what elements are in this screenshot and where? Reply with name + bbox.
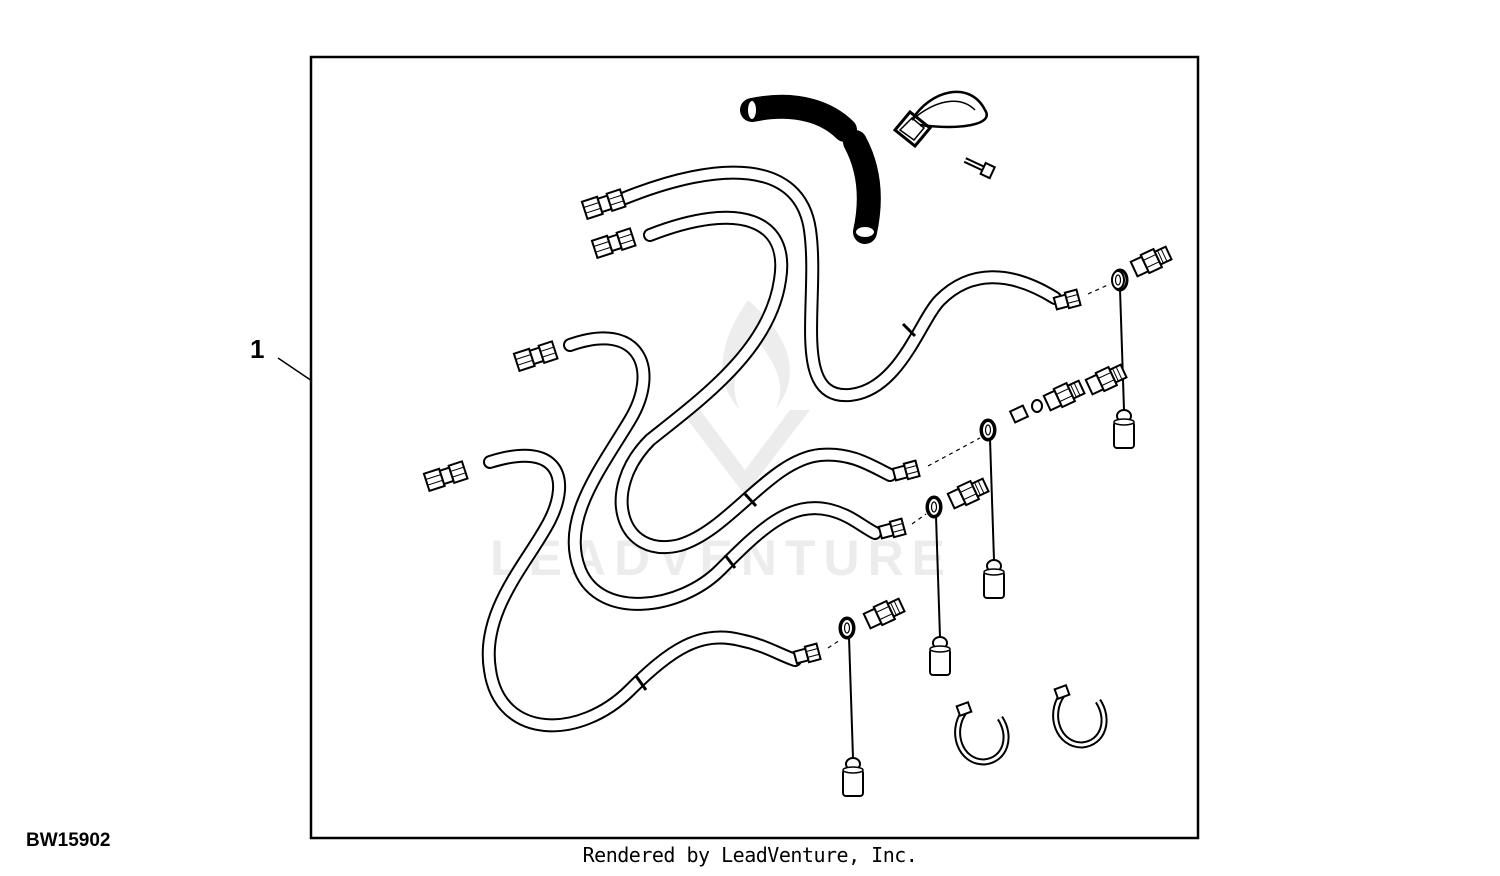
hose-clamp	[957, 702, 1006, 762]
adapter-fitting	[1128, 242, 1174, 280]
adapter-fitting	[1083, 360, 1129, 398]
adapter-fitting	[1041, 376, 1087, 414]
lock-pin	[892, 90, 988, 149]
adapter-fitting	[861, 594, 907, 632]
render-credit: Rendered by LeadVenture, Inc.	[582, 843, 918, 867]
protective-sleeve	[740, 94, 881, 244]
adapter-fitting	[945, 474, 991, 512]
callout-leader	[277, 357, 313, 382]
diagram-frame	[309, 55, 1200, 840]
figure-id: BW15902	[26, 830, 111, 851]
dust-cap	[1111, 270, 1135, 449]
adapter-fitting	[1008, 404, 1030, 424]
watermark-logo	[680, 300, 810, 495]
dust-cap	[840, 618, 864, 797]
hose-clamp	[1055, 685, 1104, 745]
hose-assembly-a	[580, 165, 1082, 403]
dust-cap	[981, 420, 1005, 599]
assembly-lines	[827, 283, 1111, 649]
o-ring	[1031, 399, 1043, 413]
dust-cap	[927, 497, 951, 676]
callout-number: 1	[250, 334, 265, 364]
hose-assembly-c	[512, 331, 907, 611]
hose-assembly-d	[422, 448, 822, 733]
hose-assembly-b	[590, 210, 921, 554]
bolt	[963, 157, 997, 180]
